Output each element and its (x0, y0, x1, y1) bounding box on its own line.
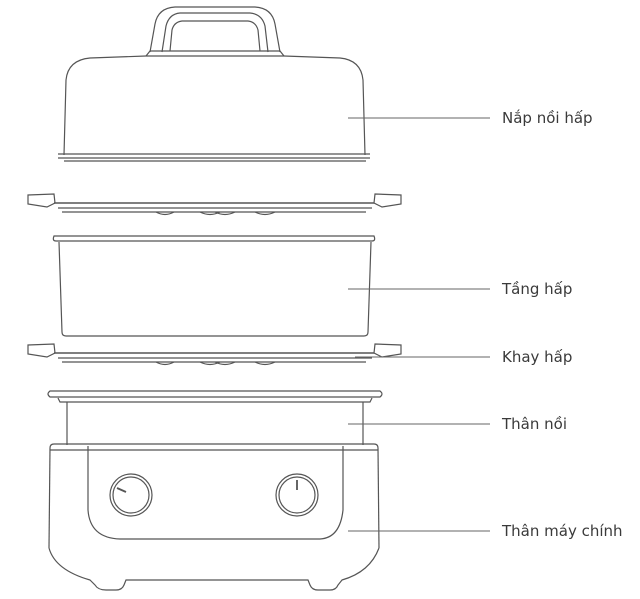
left-knob (109, 473, 153, 517)
lower-tray-drawing (27, 343, 402, 366)
lid-drawing (58, 6, 370, 162)
pot-body-drawing (47, 390, 383, 445)
label-steam-tier: Tầng hấp (502, 280, 573, 298)
label-lid: Nắp nồi hấp (502, 109, 593, 127)
label-main-body: Thân máy chính (502, 522, 623, 540)
steam-tier-drawing (52, 235, 376, 337)
label-steam-tray: Khay hấp (502, 348, 573, 366)
right-knob (275, 473, 319, 517)
label-pot-body: Thân nồi (502, 415, 567, 433)
upper-tray-drawing (27, 193, 402, 216)
main-body-drawing (48, 443, 380, 591)
